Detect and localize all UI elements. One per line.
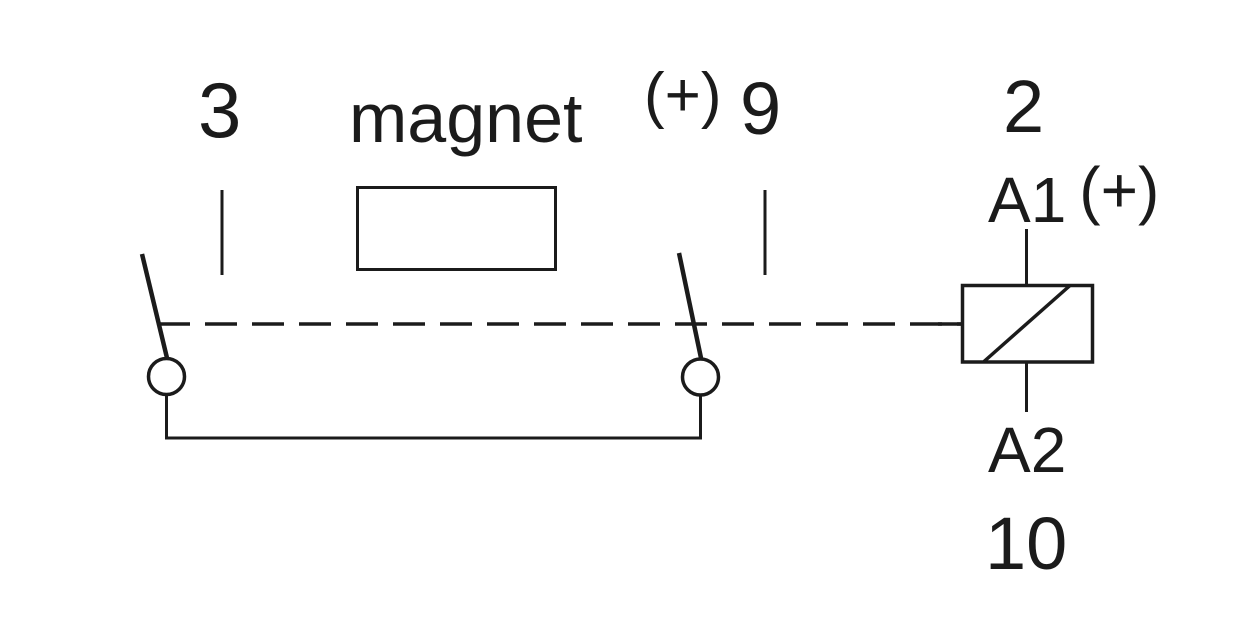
label-magnet: magnet (349, 79, 583, 157)
label-terminal-2: 2 (1003, 65, 1045, 148)
label-top-polarity: (+) (644, 61, 722, 130)
label-coil-a2: A2 (988, 414, 1067, 486)
label-terminal-9: 9 (740, 67, 782, 150)
label-coil-a1-row: A1(+) (988, 158, 1159, 232)
switch-right-lever (676, 252, 704, 359)
label-coil-a1: A1 (988, 164, 1067, 236)
magnet-symbol-box (356, 186, 557, 271)
switch-left-contact-circle (146, 356, 187, 397)
label-terminal-3: 3 (198, 66, 242, 154)
switch-right-contact-circle (680, 357, 721, 397)
relay-coil-diagonal (982, 284, 1072, 363)
switch-left-lever (139, 253, 170, 359)
label-terminal-10: 10 (985, 502, 1068, 585)
common-return-wire (165, 390, 702, 440)
label-coil-a1-polarity: (+) (1079, 154, 1160, 226)
